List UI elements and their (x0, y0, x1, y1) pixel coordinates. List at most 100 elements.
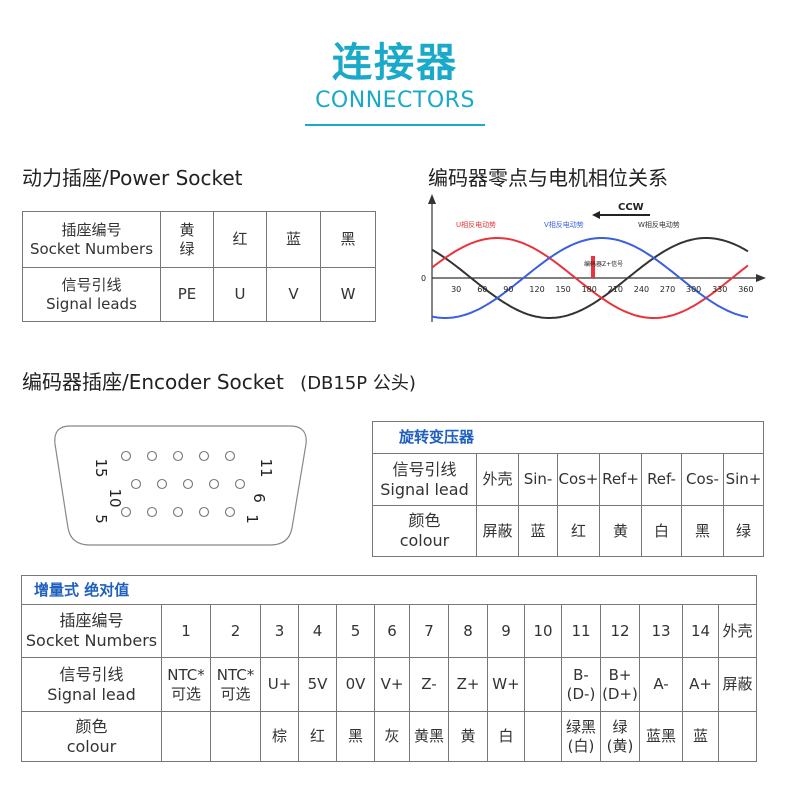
inc-number-cell: 12 (600, 604, 640, 658)
connector-pin (224, 450, 236, 462)
incremental-row1-label: 插座编号 Socket Numbers (21, 604, 162, 658)
incremental-caption: 增量式 绝对值 (34, 580, 130, 599)
resolver-caption-cell: 旋转变压器 (372, 421, 764, 454)
inc-signal-cell: NTC* 可选 (210, 657, 261, 712)
v-curve-label: V相反电动势 (544, 220, 584, 229)
inc-number-cell: 3 (260, 604, 299, 658)
u-curve-label: U相反电动势 (456, 220, 496, 229)
power-lead-cell: V (266, 267, 321, 322)
u-phase-curve (431, 237, 749, 319)
connector-pin (182, 478, 194, 490)
inc-number-cell: 13 (639, 604, 683, 658)
resolver-row2-label: 颜色 colour (372, 505, 477, 557)
resolver-signal-cell: Sin+ (723, 453, 764, 506)
inc-number-cell: 4 (298, 604, 337, 658)
incremental-row2-label: 信号引线 Signal lead (21, 657, 162, 712)
resolver-colour-cell: 蓝 (518, 505, 558, 557)
inc-signal-cell: 0V (336, 657, 375, 712)
connector-pin (120, 506, 132, 518)
inc-colour-cell: 蓝 (682, 711, 719, 762)
resolver-colour-cell: 绿 (723, 505, 764, 557)
power-number-cell: 蓝 (266, 211, 321, 268)
x-tick-label: 360 (738, 285, 753, 294)
pin-group (120, 450, 246, 518)
inc-number-cell: 2 (210, 604, 261, 658)
inc-colour-cell: 绿黑 (白) (561, 711, 601, 762)
resolver-signal-cell: Sin- (518, 453, 558, 506)
inc-colour-cell: 白 (487, 711, 525, 762)
inc-signal-cell: V+ (374, 657, 410, 712)
inc-signal-cell: NTC* 可选 (161, 657, 211, 712)
resolver-colour-cell: 屏蔽 (476, 505, 519, 557)
inc-number-cell: 14 (682, 604, 719, 658)
inc-signal-cell: W+ (487, 657, 525, 712)
x-tick-label: 240 (634, 285, 649, 294)
encoder-relation-title: 编码器零点与电机相位关系 (428, 166, 668, 190)
inc-number-cell: 10 (524, 604, 562, 658)
inc-signal-cell: Z+ (448, 657, 488, 712)
x-tick-label: 90 (503, 285, 513, 294)
x-tick-label: 180 (582, 285, 597, 294)
connector-pin (198, 506, 210, 518)
inc-colour-cell: 棕 (260, 711, 299, 762)
inc-signal-cell: A+ (682, 657, 719, 712)
inc-number-cell: 7 (409, 604, 449, 658)
connector-outline (54, 425, 307, 546)
resolver-signal-cell: Cos+ (557, 453, 600, 506)
pin-label-10: 10 (106, 488, 124, 507)
inc-number-cell: 6 (374, 604, 410, 658)
x-tick-label: 150 (556, 285, 571, 294)
incremental-caption-cell: 增量式 绝对值 (21, 575, 757, 605)
inc-number-cell: 9 (487, 604, 525, 658)
inc-signal-cell: B+ (D+) (600, 657, 640, 712)
inc-signal-cell (524, 657, 562, 712)
pin-label-15: 15 (92, 458, 110, 477)
x-tick-label: 120 (529, 285, 544, 294)
page-subtitle: CONNECTORS (315, 88, 475, 113)
power-number-cell: 黑 (320, 211, 376, 268)
pin-label-1: 1 (243, 514, 261, 524)
power-lead-cell: W (320, 267, 376, 322)
z-signal-marker (591, 256, 595, 278)
connector-pin (172, 506, 184, 518)
inc-colour-cell: 红 (298, 711, 337, 762)
resolver-signal-cell: Cos- (681, 453, 724, 506)
x-axis-arrow (756, 274, 766, 282)
encoder-socket-title-text: 编码器插座/Encoder Socket (22, 370, 284, 394)
inc-number-cell: 11 (561, 604, 601, 658)
inc-signal-cell: 5V (298, 657, 337, 712)
inc-signal-cell: Z- (409, 657, 449, 712)
inc-signal-cell: U+ (260, 657, 299, 712)
power-socket-table: 插座编号 Socket Numbers 黄 绿 红 蓝 黑 信号引线 Signa… (22, 211, 376, 322)
y-axis-arrow (428, 194, 436, 204)
zero-label: 0 (421, 274, 426, 283)
incremental-table: 增量式 绝对值 插座编号 Socket Numbers 1 2 3 4 5 6 … (21, 575, 757, 762)
inc-colour-cell (718, 711, 757, 762)
x-tick-label: 300 (686, 285, 701, 294)
connector-pin (146, 506, 158, 518)
encoder-socket-title: 编码器插座/Encoder Socket (DB15P 公头) (22, 366, 416, 395)
inc-signal-cell: A- (639, 657, 683, 712)
connector-pin (198, 450, 210, 462)
resolver-signal-cell: Ref+ (599, 453, 642, 506)
resolver-colour-cell: 红 (557, 505, 600, 557)
incremental-row3-label: 颜色 colour (21, 711, 162, 762)
connector-pin (120, 450, 132, 462)
power-row1-label: 插座编号 Socket Numbers (22, 211, 161, 268)
inc-colour-cell: 黑 (336, 711, 375, 762)
resolver-signal-cell: Ref- (641, 453, 682, 506)
z-signal-label: 编码器Z+信号 (584, 260, 623, 268)
resolver-colour-cell: 黑 (681, 505, 724, 557)
connector-pin (146, 450, 158, 462)
connector-pin (208, 478, 220, 490)
x-tick-label: 210 (608, 285, 623, 294)
pin-label-6: 6 (250, 493, 268, 503)
inc-colour-cell: 黄 (448, 711, 488, 762)
inc-colour-cell: 灰 (374, 711, 410, 762)
inc-number-cell: 8 (448, 604, 488, 658)
power-number-cell: 黄 绿 (160, 211, 214, 268)
encoder-socket-suffix: (DB15P 公头) (300, 373, 416, 394)
title-underline (305, 124, 485, 126)
x-tick-label: 330 (712, 285, 727, 294)
